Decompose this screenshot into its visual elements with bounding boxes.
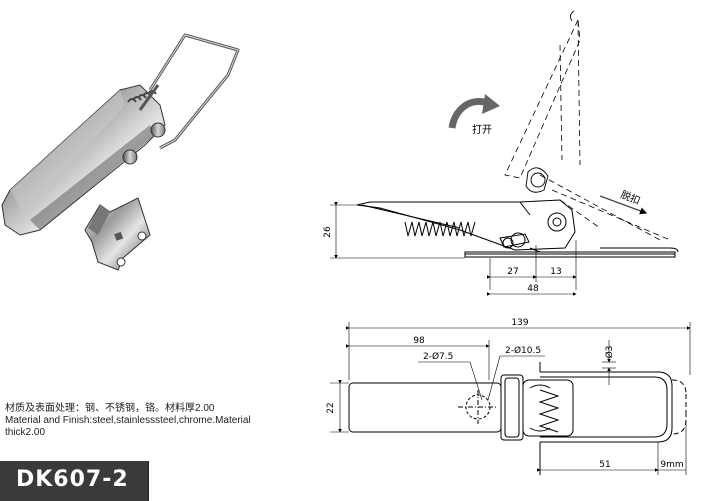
dim-overall-139: 139 xyxy=(511,318,528,328)
open-label: 打开 xyxy=(472,123,492,136)
dim-width-22: 22 xyxy=(326,402,336,413)
side-view: 打开 脱扣 26 xyxy=(323,10,679,296)
spec-line-en-2: thick2.00 xyxy=(5,427,46,438)
dim-27: 27 xyxy=(507,267,518,277)
dim-51: 51 xyxy=(599,460,610,470)
wire-diameter: Ø3 xyxy=(604,346,615,359)
dim-13: 13 xyxy=(550,267,561,277)
dim-98: 98 xyxy=(413,336,425,346)
spec-line-cn: 材质及表面处理：钢、不锈钢，铬。材料厚2.00 xyxy=(5,403,215,414)
model-number: DK607-2 xyxy=(16,467,129,492)
material-spec: 材质及表面处理：钢、不锈钢，铬。材料厚2.00 Material and Fin… xyxy=(5,403,255,439)
product-photo xyxy=(1,33,240,271)
model-number-bar: DK607-2 xyxy=(0,461,149,501)
spec-line-en-1: Material and Finish:steel,stainlesssteel… xyxy=(5,415,251,426)
dim-height-26: 26 xyxy=(323,226,333,238)
technical-drawing: 打开 脱扣 26 xyxy=(323,10,691,475)
hole-large-callout: 2-Ø10.5 xyxy=(505,345,541,356)
hole-small-callout: 2-Ø7.5 xyxy=(423,351,453,362)
dim-9mm: 9mm xyxy=(660,460,683,470)
dim-48: 48 xyxy=(527,284,539,294)
top-view: 139 98 2-Ø7.5 2-Ø10.5 Ø3 xyxy=(326,318,691,475)
